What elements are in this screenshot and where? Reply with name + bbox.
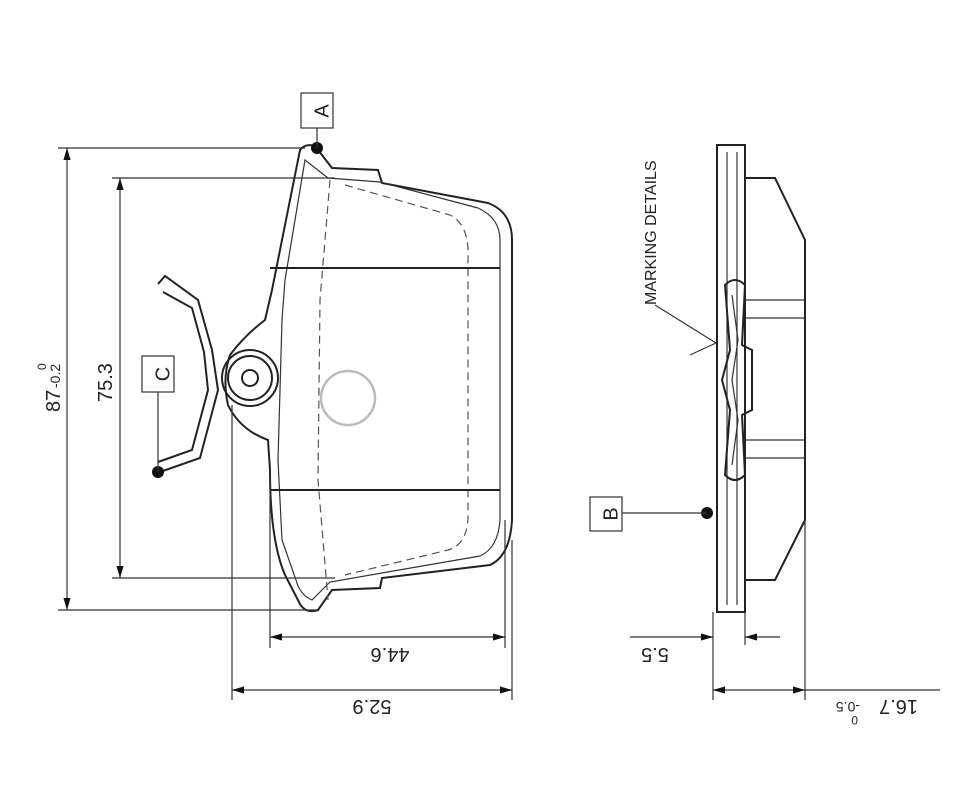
- friction-outline-dashed: [344, 184, 469, 576]
- label-c-box: [141, 355, 175, 393]
- dim-height: 87: [43, 390, 65, 412]
- dim-plate-thickness: 5.5: [641, 643, 669, 665]
- retaining-clip: [720, 279, 753, 481]
- label-b-box: [589, 496, 623, 532]
- front-dimensions: 87 0 -0.2 75.3 44.6 52.9: [35, 147, 513, 717]
- marking-details-label: MARKING DETAILS: [643, 160, 660, 305]
- dim-total-thickness-upper-tol: 0: [851, 713, 858, 727]
- wear-sensor-clip: [157, 274, 279, 473]
- backing-plate: [716, 144, 746, 613]
- side-dimensions: 5.5 16.7 -0.5 0: [630, 520, 940, 727]
- friction-material: [745, 177, 806, 581]
- label-a-box: [300, 92, 334, 129]
- label-a: A: [311, 104, 333, 118]
- pad-outline: [224, 144, 513, 613]
- hidden-edge: [317, 179, 331, 601]
- front-view: A C: [141, 92, 513, 613]
- label-b: B: [600, 507, 622, 520]
- dim-height-lower-tol: -0.2: [47, 364, 63, 388]
- watermark-circle: [319, 369, 377, 427]
- side-view: MARKING DETAILS B: [589, 144, 806, 613]
- dim-inner-height: 75.3: [95, 363, 117, 402]
- dim-total-thickness: 16.7: [879, 695, 918, 717]
- dim-height-upper-tol: 0: [35, 363, 49, 370]
- dim-total-width: 52.9: [353, 695, 392, 717]
- label-c: C: [152, 367, 174, 381]
- pad-inner-outline: [277, 158, 501, 601]
- dim-total-thickness-lower-tol: -0.5: [836, 699, 860, 715]
- dim-inner-width: 44.6: [371, 643, 410, 665]
